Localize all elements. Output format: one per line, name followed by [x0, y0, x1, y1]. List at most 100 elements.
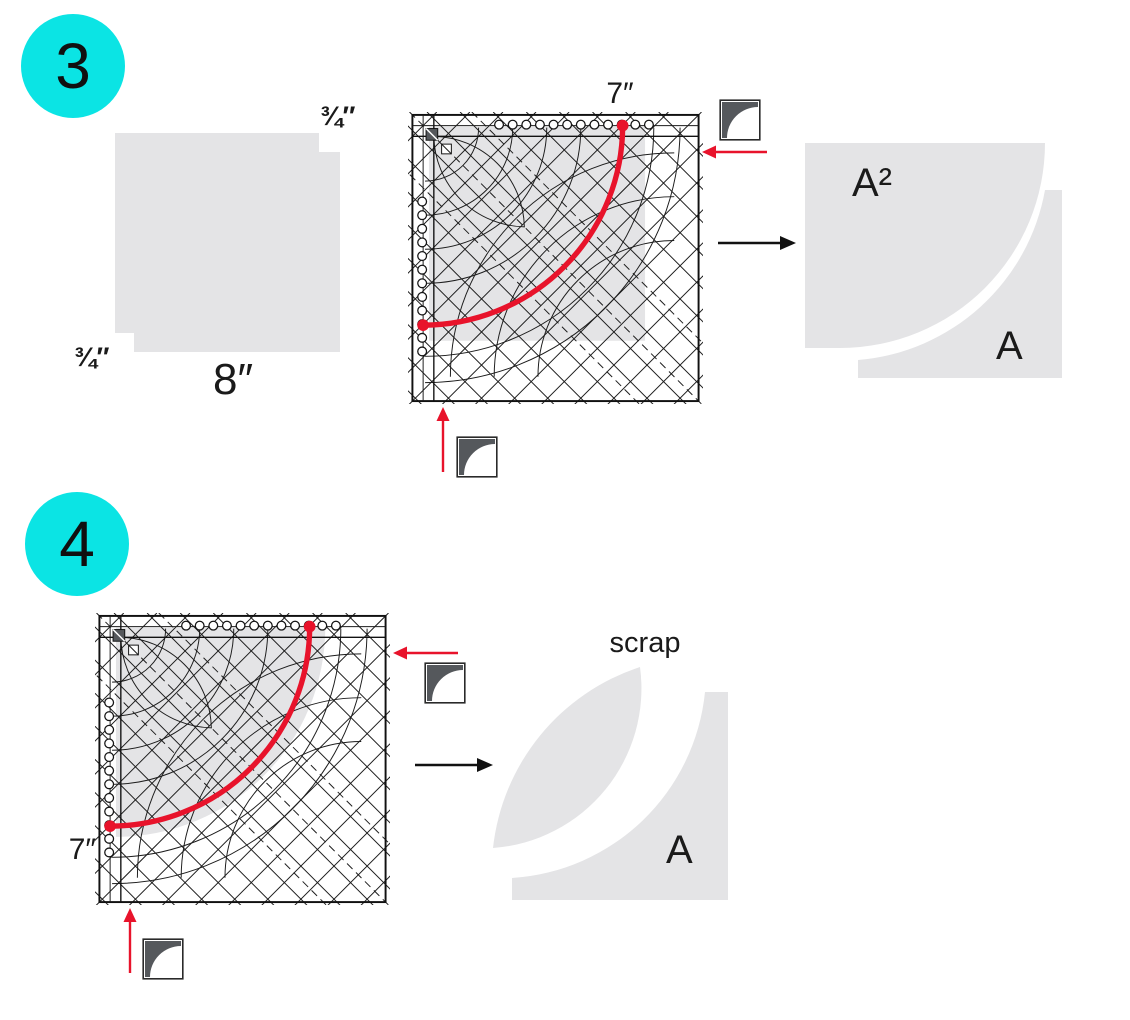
grid-line — [95, 613, 257, 775]
cut-endpoint — [104, 820, 116, 832]
pin-loop — [262, 620, 273, 631]
curve-guide — [425, 127, 514, 216]
corner-mark-diagonal — [128, 644, 139, 656]
curve-guide — [112, 628, 235, 751]
grid-line — [161, 676, 390, 905]
grid-line — [408, 224, 588, 404]
cut-endpoint — [616, 119, 629, 132]
cut-pieces-step4 — [493, 667, 728, 900]
icon-curve-shape — [427, 665, 463, 701]
arrow-head — [780, 236, 796, 250]
grid-line — [408, 112, 537, 241]
curve-guide — [425, 127, 681, 384]
grid-line — [408, 112, 669, 374]
grid-line — [246, 613, 390, 758]
grid-line — [113, 613, 390, 890]
grid-line — [673, 374, 703, 404]
curve-guide — [180, 697, 362, 878]
notch-measurement-bottom: ¾″ — [74, 342, 110, 372]
grid-line — [294, 809, 390, 905]
curve-guide — [112, 628, 201, 717]
pin-loop — [249, 620, 260, 631]
grid-line — [658, 112, 703, 158]
grid-line — [128, 643, 390, 905]
pin-loop — [417, 251, 428, 262]
cut-curve — [420, 122, 626, 328]
grid-line — [179, 613, 390, 824]
ruler-border — [411, 113, 700, 403]
curve-guide — [112, 628, 269, 785]
notch-measurement-top: ¾″ — [320, 101, 356, 131]
curve-guide — [112, 628, 368, 885]
pin-loop — [276, 620, 287, 631]
grid-line — [95, 613, 224, 742]
pin-loop — [643, 119, 654, 130]
curve-measurement-label-step4: 7″ — [68, 833, 96, 866]
grid-line — [408, 112, 603, 307]
grid-line — [426, 112, 703, 389]
grid-line — [228, 743, 390, 905]
pin-loop — [417, 291, 428, 302]
grid-line — [525, 112, 703, 290]
grid-line — [95, 613, 158, 676]
grid-line — [474, 175, 703, 404]
result-arrow-step3 — [718, 236, 796, 250]
curve-guide — [493, 196, 675, 377]
pin-loop — [417, 346, 428, 357]
curve-guide — [425, 127, 548, 250]
curve-guide — [537, 239, 675, 377]
cut-curve — [107, 623, 313, 829]
curve-guide — [112, 628, 342, 858]
quarter-circle-template-icon — [456, 436, 498, 478]
fabric-square-shape — [115, 133, 340, 352]
leaf-guide — [433, 135, 525, 228]
cut-endpoint — [417, 319, 429, 331]
grid-line — [408, 112, 636, 341]
grid-line — [312, 613, 390, 692]
pin-loop — [104, 792, 115, 803]
grid-line — [492, 112, 703, 323]
grid-line — [95, 858, 142, 905]
grid-line — [195, 710, 390, 905]
grid-line — [95, 725, 275, 905]
corner-mark-diagonal — [441, 143, 452, 155]
curve-guide — [224, 740, 362, 878]
grid-line — [261, 776, 390, 905]
curve-measurement-label-step3: 7″ — [606, 77, 634, 110]
corner-mark-diagonal — [112, 629, 126, 642]
pin-loop — [417, 210, 428, 221]
pin-loop — [104, 765, 115, 776]
icon-curve-shape — [145, 941, 181, 977]
square-size-label: 8″ — [212, 355, 254, 404]
arrow-head — [436, 407, 450, 421]
corner-mark-diagonal — [425, 128, 439, 141]
alignment-arrow-left-step4 — [393, 646, 458, 660]
pin-loop — [104, 724, 115, 735]
pin-loop — [104, 711, 115, 722]
pin-loop — [562, 119, 573, 130]
curve-guide — [425, 127, 655, 357]
grid-line — [279, 613, 390, 725]
grid-line — [640, 341, 703, 404]
curve-ruler-diagram-step3 — [408, 112, 703, 404]
pin-loop — [575, 119, 586, 130]
curve-ruler-diagram-step4 — [95, 613, 390, 905]
grid-line — [95, 659, 341, 905]
step-3-badge: 3 — [21, 14, 125, 118]
pin-loop — [534, 119, 545, 130]
grid-line — [95, 692, 308, 905]
grid-line — [95, 613, 191, 709]
pin-loop — [603, 119, 614, 130]
leaf-guide — [120, 636, 212, 729]
curve-guide — [425, 127, 582, 284]
pin-loop — [330, 620, 341, 631]
grid-line — [508, 209, 703, 404]
grid-line — [95, 613, 356, 875]
alignment-arrow-up-step4 — [123, 908, 137, 973]
pin-loop — [417, 223, 428, 234]
arrow-head — [123, 908, 137, 922]
pin-loop — [630, 119, 641, 130]
piece-a-label-step4: A — [666, 828, 693, 872]
pin-loop — [548, 119, 559, 130]
